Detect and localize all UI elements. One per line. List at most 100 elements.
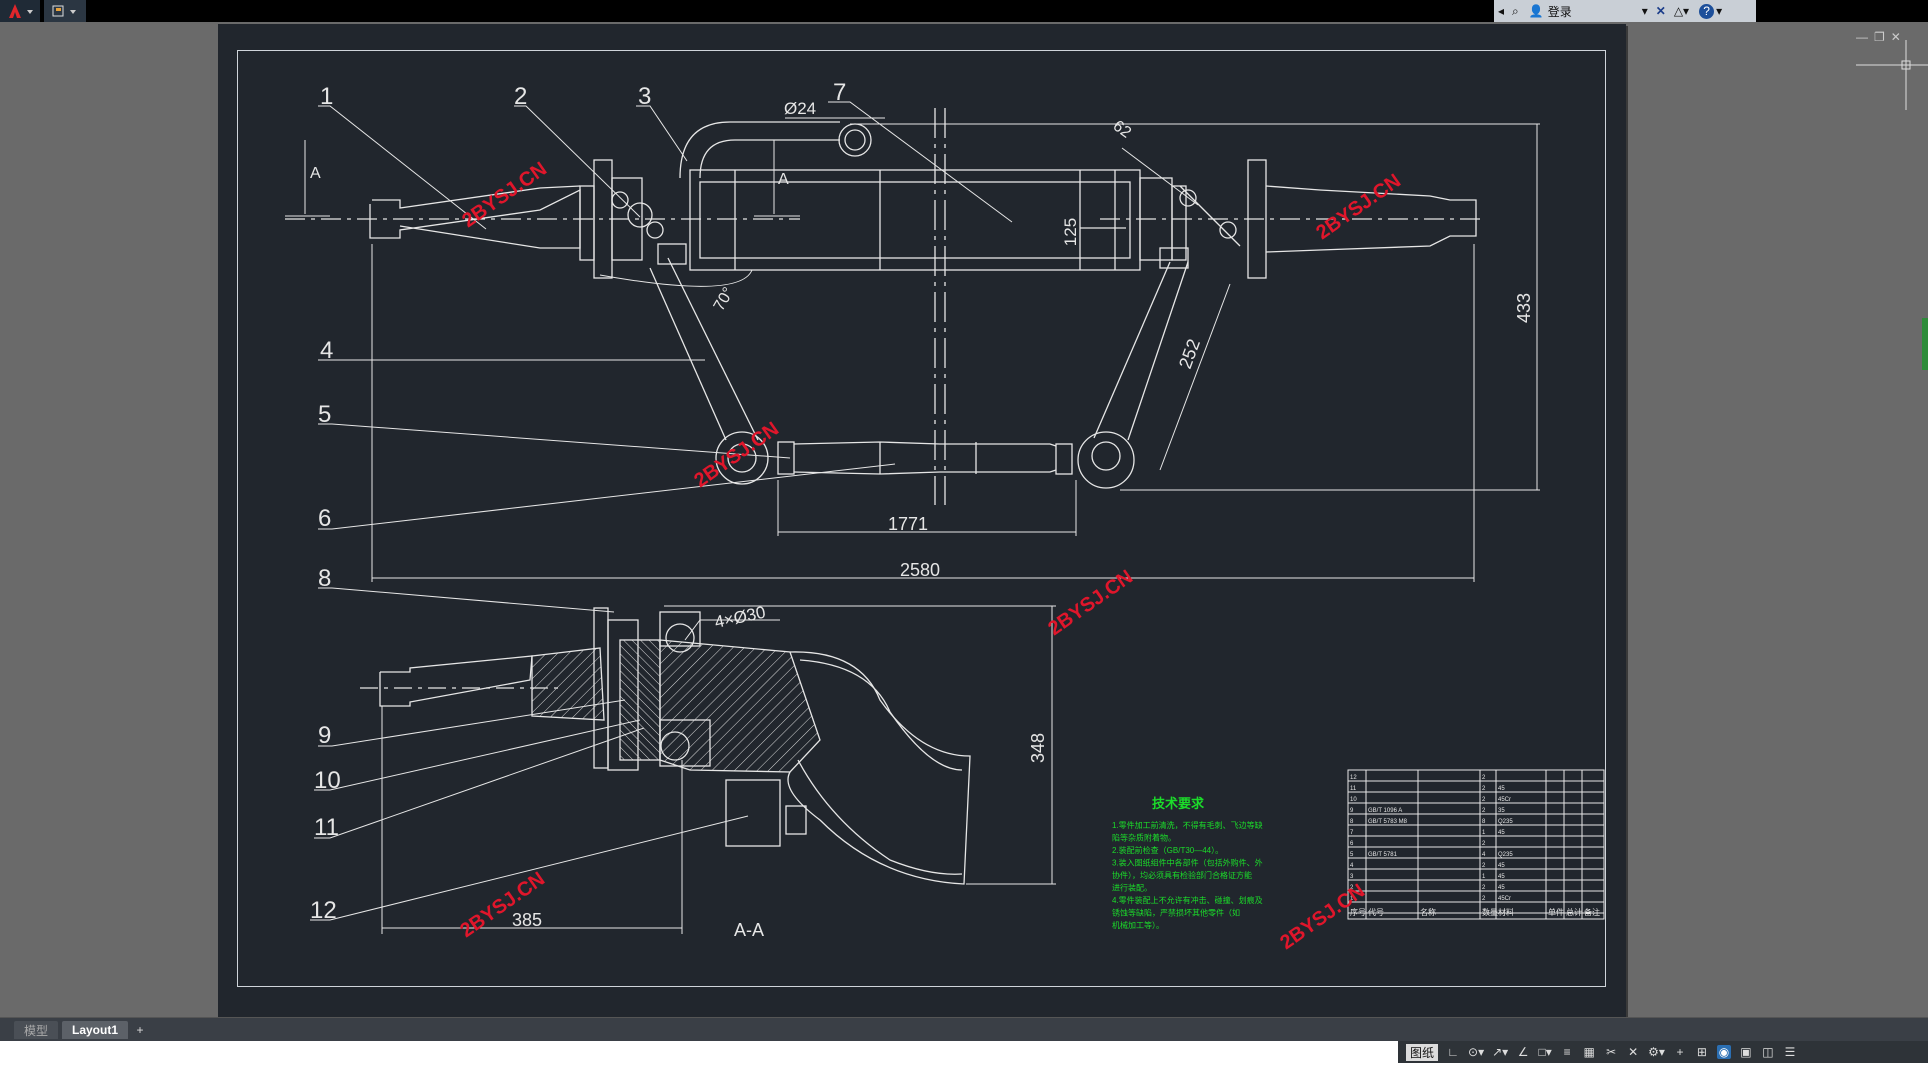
balloon-5: 5 [318, 401, 331, 428]
tech-line: 陷等杂质附着物。 [1112, 833, 1176, 843]
dim-348: 348 [1028, 733, 1048, 763]
tech-title: 技术要求 [1152, 796, 1205, 811]
plus-icon[interactable]: + [1676, 1045, 1684, 1059]
table-cell: 5 [1350, 852, 1354, 858]
add-layout-button[interactable]: + [136, 1023, 144, 1037]
units-icon[interactable]: ⊞ [1696, 1045, 1707, 1059]
table-cell: 45 [1498, 830, 1505, 836]
table-cell: 8 [1350, 819, 1354, 825]
osnap-track-icon[interactable]: ↗▾ [1492, 1045, 1509, 1059]
status-tools: 图纸 ∟ ⊙▾ ↗▾ ∠ □▾ ≡ ▦ ✂ ✕ ⚙▾ + ⊞ ◉ ▣ ◫ ☰ [1398, 1041, 1928, 1063]
dim-62: 62 [1110, 117, 1134, 141]
application-menu-button[interactable] [0, 0, 40, 22]
dim-252: 252 [1175, 336, 1204, 371]
hardware-accel-icon[interactable]: ▣ [1740, 1045, 1752, 1059]
tab-model[interactable]: 模型 [14, 1021, 59, 1039]
top-view-dim-text: Ø24 125 433 62 252 1771 2580 70° A A [310, 99, 1534, 580]
table-cell: 1 [1350, 896, 1354, 902]
table-cell: Q235 [1498, 852, 1513, 858]
table-header-cell: 总计 [1566, 907, 1582, 917]
watermark-text: 2BYSJ.CN [1044, 566, 1137, 640]
selection-cycling-icon[interactable]: ✂ [1606, 1045, 1617, 1059]
status-bar: 图纸 ∟ ⊙▾ ↗▾ ∠ □▾ ≡ ▦ ✂ ✕ ⚙▾ + ⊞ ◉ ▣ ◫ ☰ [0, 1041, 1928, 1066]
table-cell: 2 [1482, 896, 1486, 902]
table-cell: 3 [1350, 874, 1354, 880]
table-cell: 45 [1498, 874, 1505, 880]
balloon-8: 8 [318, 565, 331, 592]
table-cell: 10 [1350, 797, 1357, 803]
tab-layout1[interactable]: Layout1 [62, 1021, 129, 1039]
balloon-9: 9 [318, 722, 331, 749]
table-header-cell: 材料 [1498, 907, 1514, 917]
layout-tab-bar: 模型 Layout1 + [0, 1017, 1928, 1042]
login-link[interactable]: 登录 [1547, 4, 1572, 19]
table-cell: 45 [1498, 885, 1505, 891]
tech-line: 2.装配前检查（GB/T30—44）。 [1112, 845, 1223, 855]
tech-line: 4.零件装配上不允许有冲击、碰撞、划痕及 [1112, 895, 1263, 905]
quick-access-button[interactable] [44, 0, 86, 22]
balloon-3: 3 [638, 83, 651, 110]
table-header-cell: 代号 [1368, 907, 1384, 917]
table-cell: 7 [1350, 830, 1354, 836]
table-header-cell: 序号 [1350, 907, 1366, 917]
table-cell: 2 [1482, 885, 1486, 891]
table-cell: 45 [1498, 863, 1505, 869]
tech-line: 3.装入图纸组件中各部件（包括外购件、外 [1112, 858, 1263, 868]
top-view-dimensions [285, 101, 1540, 582]
balloon-1: 1 [320, 83, 333, 110]
help-dropdown-icon[interactable]: ▾ [1716, 4, 1723, 18]
watermark-text: 2BYSJ.CN [690, 418, 783, 492]
annotation-icon[interactable]: ✕ [1628, 1045, 1639, 1059]
workspace-gear-icon[interactable]: ⚙▾ [1648, 1045, 1665, 1059]
lineweight-icon[interactable]: ≡ [1563, 1045, 1571, 1059]
osnap-icon[interactable]: □▾ [1538, 1045, 1552, 1059]
side-panel-tab[interactable] [1922, 318, 1928, 370]
arrow-left-icon[interactable]: ◂ [1498, 4, 1505, 18]
tech-line: 1.零件加工前清洗，不得有毛刺、飞边等缺 [1112, 820, 1263, 830]
restore-icon[interactable]: ❐ [1874, 30, 1885, 44]
minimize-icon[interactable]: — [1856, 30, 1868, 44]
table-cell: 4 [1482, 852, 1486, 858]
layout-paper [218, 24, 1626, 1018]
dim-385: 385 [512, 910, 542, 930]
watermark-text: 2BYSJ.CN [1312, 170, 1405, 244]
a360-icon[interactable]: △▾ [1673, 4, 1690, 18]
binoculars-icon[interactable]: ⌕ [1512, 3, 1519, 18]
tech-line: 进行装配。 [1112, 883, 1152, 893]
isolate-icon[interactable]: ◉ [1716, 1045, 1731, 1059]
dim-433: 433 [1514, 293, 1534, 323]
table-cell: 12 [1350, 775, 1357, 781]
table-cell: 8 [1482, 819, 1486, 825]
close-icon[interactable]: ✕ [1890, 30, 1901, 44]
table-cell: 45Cr [1498, 797, 1511, 803]
section-label-a-right: A [778, 171, 789, 188]
table-cell: 4 [1350, 863, 1354, 869]
crosshair-cursor [1856, 40, 1928, 110]
ortho-icon[interactable]: ∟ [1447, 1045, 1459, 1059]
table-cell: 1 [1482, 874, 1486, 880]
table-cell: 2 [1350, 885, 1354, 891]
table-cell: 2 [1482, 786, 1486, 792]
angle-icon[interactable]: ∠ [1517, 1045, 1529, 1059]
user-icon[interactable]: 👤 [1528, 4, 1544, 18]
dim-1771: 1771 [888, 514, 928, 534]
dropdown-icon[interactable]: ▾ [1641, 4, 1648, 18]
transparency-icon[interactable]: ▦ [1583, 1045, 1595, 1059]
exchange-icon[interactable]: ✕ [1655, 4, 1666, 18]
clean-screen-icon[interactable]: ◫ [1762, 1045, 1774, 1059]
balloon-11: 11 [314, 814, 339, 841]
tech-line: 机械加工等）。 [1112, 920, 1164, 930]
table-cell: GB/T 1096 A [1368, 808, 1402, 814]
table-cell: 9 [1350, 808, 1354, 814]
table-cell: 35 [1498, 808, 1505, 814]
customize-icon[interactable]: ☰ [1784, 1045, 1796, 1059]
help-icon[interactable]: ? [1699, 3, 1715, 19]
polar-icon[interactable]: ⊙▾ [1468, 1045, 1485, 1059]
paper-space-toggle[interactable]: 图纸 [1406, 1043, 1439, 1061]
table-cell: 2 [1482, 797, 1486, 803]
quick-access-icon [52, 5, 76, 17]
table-cell: 45Cr [1498, 896, 1511, 902]
